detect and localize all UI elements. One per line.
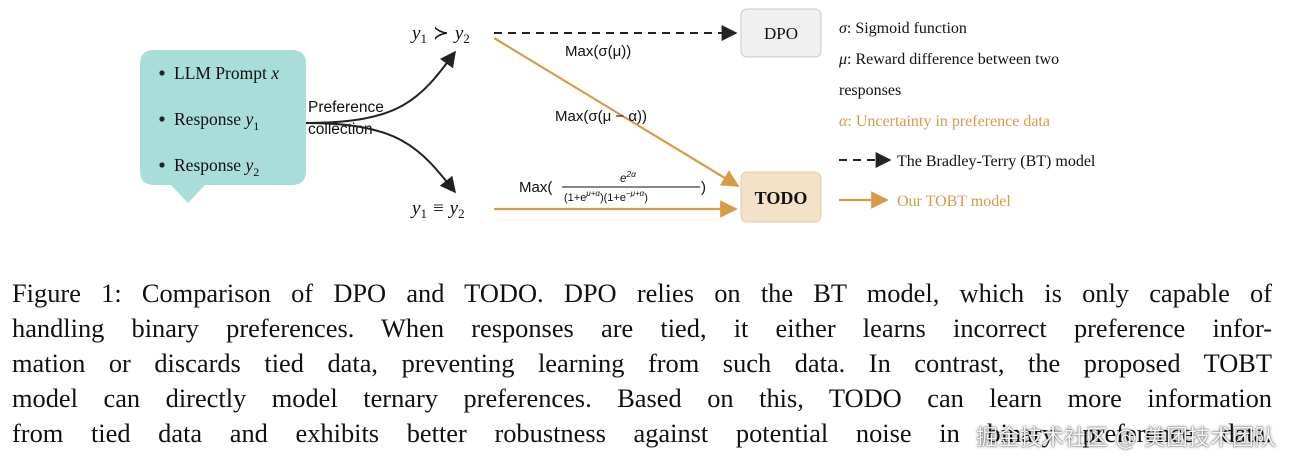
svg-text:Response y2: Response y2 (174, 155, 259, 179)
pair-preferred: y1≻y2 (410, 23, 470, 46)
legend-mu-continued: responses (839, 82, 901, 99)
orange-arrow-diagonal (493, 37, 740, 187)
caption-line: model can directly model ternary prefere… (12, 383, 1272, 413)
svg-text:Max(: Max( (519, 179, 552, 196)
prompt-item-llm: LLM Prompt x (159, 63, 279, 83)
prompt-bubble (140, 50, 306, 203)
svg-text:(1+eμ+α)(1+e−μ+α): (1+eμ+α)(1+e−μ+α) (564, 189, 648, 204)
watermark: 掘金技术社区 @ 美团技术团队 (976, 426, 1276, 451)
curve-arrow-up (305, 50, 456, 124)
legend-mu: μ: Reward difference between two (838, 51, 1059, 68)
svg-text:): ) (701, 179, 706, 196)
prompt-item-response-2: Response y2 (159, 155, 259, 179)
caption-line: mation or discards tied data, preventing… (12, 348, 1272, 378)
figure-caption: Figure 1: Comparison of DPO and TODO. DP… (12, 276, 1272, 451)
svg-text:Response y1: Response y1 (174, 109, 259, 133)
svg-text:DPO: DPO (764, 24, 798, 43)
legend-sigma: σ: Sigmoid function (839, 20, 967, 37)
dpo-box: DPO (740, 8, 822, 58)
preference-collection-label: Preference collection (308, 99, 388, 138)
prompt-item-response-1: Response y1 (159, 109, 259, 133)
edge-label-diagonal: Max(σ(μ − α)) (555, 108, 647, 125)
curve-arrow-down (305, 122, 456, 194)
svg-text:TODO: TODO (755, 188, 808, 208)
edge-label-top: Max(σ(μ)) (565, 43, 631, 60)
legend-alpha: α: Uncertainty in preference data (839, 113, 1050, 130)
pair-tied: y1≡y2 (410, 198, 465, 221)
caption-line: Figure 1: Comparison of DPO and TODO. DP… (12, 278, 1272, 308)
svg-text:e2α: e2α (620, 169, 637, 185)
caption-line: from tied data and exhibits better robus… (12, 418, 1272, 448)
todo-box: TODO (740, 171, 822, 223)
edge-label-bottom: Max( e2α (1+eμ+α)(1+e−μ+α) ) (519, 169, 706, 204)
legend-bt: The Bradley-Terry (BT) model (897, 153, 1096, 170)
svg-text:LLM Prompt x: LLM Prompt x (174, 63, 279, 83)
caption-line: handling binary preferences. When respon… (12, 313, 1272, 343)
legend-tobt: Our TOBT model (897, 193, 1011, 210)
